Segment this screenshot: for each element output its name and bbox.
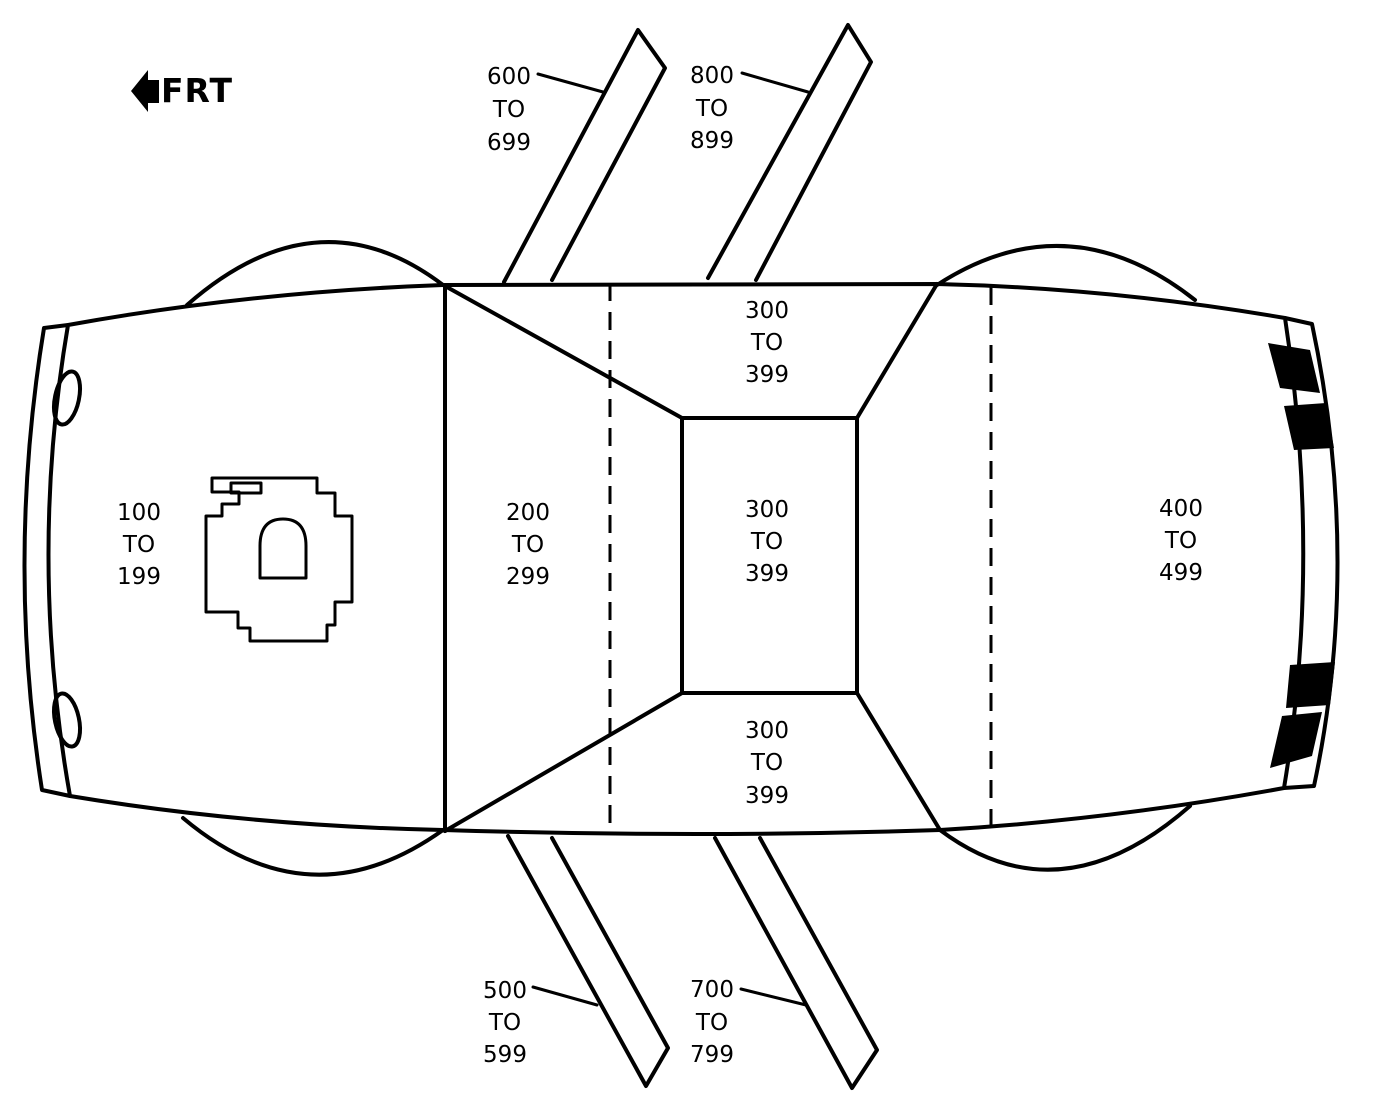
svg-text:100: 100 bbox=[117, 500, 161, 526]
svg-text:TO: TO bbox=[695, 96, 728, 122]
svg-text:299: 299 bbox=[506, 564, 550, 590]
roof-diagonal-rear-lower bbox=[855, 691, 942, 832]
svg-text:TO: TO bbox=[750, 750, 783, 776]
svg-text:300: 300 bbox=[745, 497, 789, 523]
svg-text:399: 399 bbox=[745, 561, 789, 587]
svg-text:TO: TO bbox=[695, 1010, 728, 1036]
leader-line bbox=[531, 985, 599, 1007]
zone-roof-lower-label: 300 TO 399 bbox=[745, 718, 789, 809]
svg-text:300: 300 bbox=[745, 718, 789, 744]
zone-roof-upper-label: 300 TO 399 bbox=[745, 298, 789, 388]
zone-front-door-upper-label: 600 TO 699 bbox=[487, 64, 605, 156]
vehicle-body-outline bbox=[46, 282, 1306, 836]
tail-light-2 bbox=[1284, 403, 1334, 450]
svg-text:899: 899 bbox=[690, 128, 734, 154]
leader-line bbox=[536, 72, 605, 94]
zone-rear-door-lower-label: 700 TO 799 bbox=[690, 977, 808, 1068]
rear-wheel-bottom bbox=[938, 804, 1192, 872]
headlight-lower bbox=[51, 691, 83, 749]
svg-text:300: 300 bbox=[745, 298, 789, 324]
roof-panel bbox=[680, 416, 859, 695]
rear-wheel-top bbox=[935, 243, 1197, 302]
svg-text:200: 200 bbox=[506, 500, 550, 526]
svg-text:TO: TO bbox=[1164, 528, 1197, 554]
svg-text:TO: TO bbox=[750, 330, 783, 356]
svg-text:399: 399 bbox=[745, 783, 789, 809]
svg-text:TO: TO bbox=[122, 532, 155, 558]
svg-text:199: 199 bbox=[117, 564, 161, 590]
rear-door-upper bbox=[706, 23, 873, 282]
zone-front-label: 100 TO 199 bbox=[117, 500, 161, 590]
engine-component bbox=[229, 481, 263, 495]
left-arrow-icon bbox=[131, 70, 159, 112]
svg-text:600: 600 bbox=[487, 64, 531, 90]
leader-line bbox=[739, 987, 808, 1007]
front-door-lower bbox=[506, 834, 670, 1088]
svg-text:499: 499 bbox=[1159, 560, 1203, 586]
front-wheel-bottom bbox=[181, 816, 445, 877]
svg-text:700: 700 bbox=[690, 977, 734, 1003]
svg-text:800: 800 bbox=[690, 63, 734, 89]
svg-text:799: 799 bbox=[690, 1042, 734, 1068]
leader-line bbox=[740, 71, 810, 94]
zone-rear-label: 400 TO 499 bbox=[1159, 496, 1203, 586]
front-wheel-top bbox=[185, 240, 445, 307]
roof-diagonal-front-upper bbox=[443, 284, 684, 420]
front-direction-label: FRT bbox=[161, 71, 233, 110]
front-bumper bbox=[22, 323, 72, 798]
svg-text:TO: TO bbox=[492, 97, 525, 123]
svg-text:400: 400 bbox=[1159, 496, 1203, 522]
engine-cover bbox=[258, 517, 308, 580]
zone-front-seat-label: 200 TO 299 bbox=[506, 500, 550, 590]
svg-text:399: 399 bbox=[745, 362, 789, 388]
zone-rear-door-upper-label: 800 TO 899 bbox=[690, 63, 810, 154]
rear-door-lower bbox=[713, 836, 879, 1090]
tail-light-3 bbox=[1286, 662, 1335, 708]
svg-text:699: 699 bbox=[487, 130, 531, 156]
engine-outline bbox=[204, 476, 354, 643]
svg-text:TO: TO bbox=[750, 529, 783, 555]
tail-light-4 bbox=[1270, 712, 1322, 768]
rear-bumper bbox=[1282, 316, 1340, 790]
svg-text:TO: TO bbox=[488, 1010, 521, 1036]
tail-lights bbox=[1268, 343, 1335, 768]
front-door-upper bbox=[502, 28, 667, 284]
roof-diagonal-rear-upper bbox=[855, 282, 939, 420]
roof-diagonal-front-lower bbox=[443, 691, 684, 833]
zone-roof-center-label: 300 TO 399 bbox=[745, 497, 789, 587]
headlight-upper bbox=[51, 369, 83, 427]
svg-text:TO: TO bbox=[511, 532, 544, 558]
svg-text:599: 599 bbox=[483, 1042, 527, 1068]
svg-text:500: 500 bbox=[483, 978, 527, 1004]
tail-light-1 bbox=[1268, 343, 1320, 393]
zone-front-door-lower-label: 500 TO 599 bbox=[483, 978, 599, 1068]
